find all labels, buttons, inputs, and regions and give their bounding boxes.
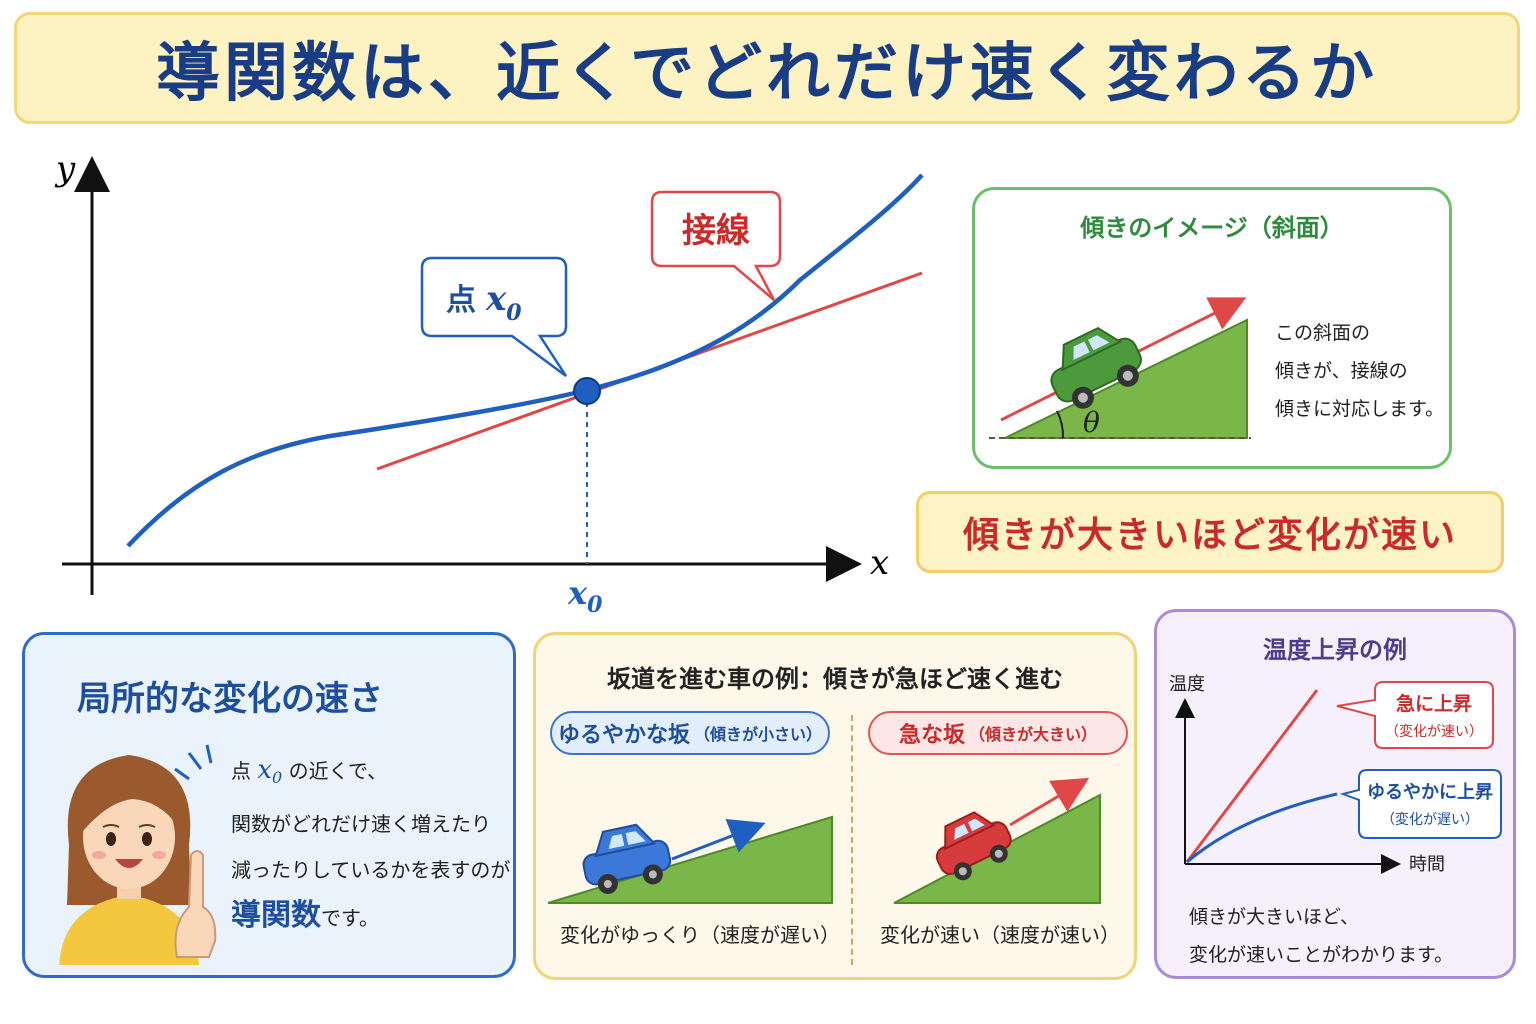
local-explanation: 点 x0 の近くで、 関数がどれだけ速く増えたり 減ったりしているかを表すのが …	[231, 755, 511, 933]
slow-callout-sub: （変化が遅い）	[1381, 811, 1479, 828]
key-message: 傾きが大きいほど変化が速い	[962, 515, 1457, 556]
y-axis-label: y	[54, 149, 76, 189]
steep-arrow	[1009, 777, 1090, 827]
panel-divider	[851, 715, 853, 965]
temperature-graph: 温度 時間 急に上昇 （変化が速い） ゆるやかに上昇 （変化が遅い）	[1169, 674, 1502, 875]
slope-image-panel: 傾きのイメージ（斜面） θ この斜面の 傾きが、接線の 傾きに対応します。	[972, 187, 1452, 469]
blue-car-icon	[582, 823, 672, 894]
slow-callout-bubble	[1339, 769, 1502, 839]
slow-rise-curve	[1186, 792, 1338, 864]
page-title: 導関数は、近くでどれだけ速く変わるか	[155, 37, 1379, 111]
local-panel-title: 局所的な変化の速さ	[77, 679, 383, 719]
slow-callout-label: ゆるやかに上昇	[1367, 782, 1493, 803]
gentle-arrow	[671, 819, 766, 861]
slope-panel-title: 傾きのイメージ（斜面）	[1080, 214, 1344, 242]
key-message-banner: 傾きが大きいほど変化が速い	[916, 491, 1504, 573]
title-banner: 導関数は、近くでどれだけ速く変わるか	[14, 12, 1520, 124]
fast-rise-line	[1185, 689, 1319, 863]
fast-callout-label: 急に上昇	[1396, 692, 1472, 715]
tangent-callout-bubble	[650, 190, 782, 301]
point-callout-bubble	[420, 256, 568, 378]
local-change-panel: 局所的な変化の速さ 点 x0 の近くで、 関数がどれだけ速く増えたり 減ったりし…	[22, 632, 516, 978]
temp-x-label: 時間	[1409, 854, 1445, 875]
gentle-caption: 変化がゆっくり（速度が遅い）	[560, 923, 840, 947]
steep-caption: 変化が速い（速度が速い）	[880, 923, 1120, 947]
slope-illustration: θ	[989, 297, 1251, 439]
fast-callout-sub: （変化が速い）	[1385, 723, 1483, 740]
temperature-panel: 温度上昇の例 温度 時間 急に上昇 （変化が速い） ゆるやかに上昇 （変化が遅い…	[1154, 609, 1516, 979]
x0-tick-label: x0	[567, 574, 603, 618]
angle-arc	[1056, 410, 1065, 439]
car-example-panel: 坂道を進む車の例：傾きが急ほど速く進む ゆるやかな坂（傾きが小さい） 急な坂（傾…	[533, 632, 1137, 980]
temp-y-label: 温度	[1169, 674, 1205, 695]
red-car-icon	[935, 811, 1012, 881]
fast-callout-bubble	[1336, 681, 1494, 749]
temperature-panel-title: 温度上昇の例	[1263, 636, 1407, 664]
temperature-caption: 傾きが大きいほど、 変化が速いことがわかります。	[1189, 906, 1454, 966]
tangent-point	[573, 377, 601, 405]
gentle-slope-illustration	[547, 815, 833, 904]
x-axis-label: x	[870, 543, 889, 583]
tangent-callout-label: 接線	[682, 211, 750, 251]
car-panel-title: 坂道を進む車の例：傾きが急ほど速く進む	[607, 665, 1063, 693]
function-curve	[126, 173, 924, 548]
slope-explanation: この斜面の 傾きが、接線の 傾きに対応します。	[1275, 322, 1445, 420]
angle-theta: θ	[1083, 406, 1100, 439]
car-icon	[1050, 326, 1142, 409]
gentle-slope-tag: ゆるやかな坂（傾きが小さい）	[550, 711, 830, 755]
teacher-avatar	[59, 744, 217, 965]
steep-slope-illustration	[893, 777, 1101, 904]
steep-slope-tag: 急な坂（傾きが大きい）	[868, 711, 1128, 755]
